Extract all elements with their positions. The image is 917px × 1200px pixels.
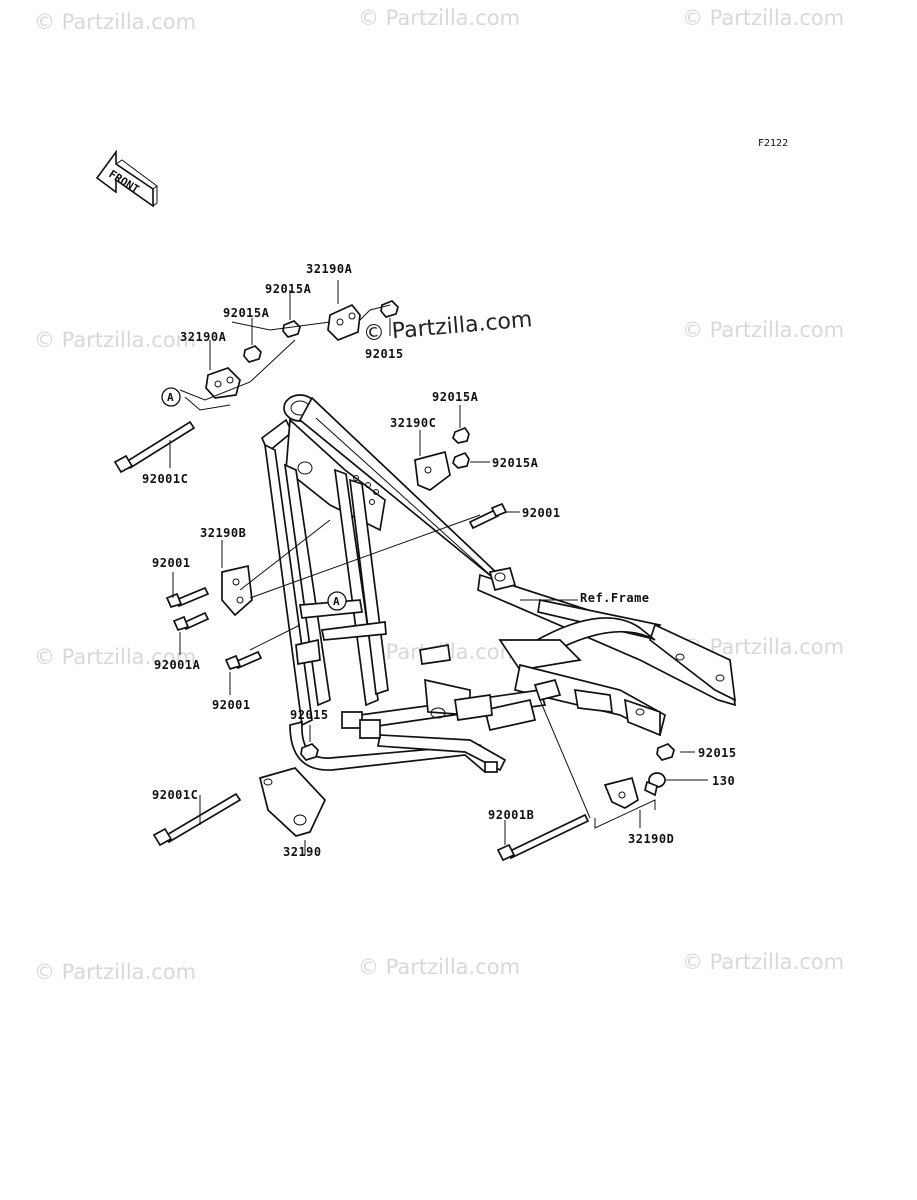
part-label-92001-left: 92001 [152,556,191,570]
watermark: © Partzilla.com [682,950,845,974]
part-label-32190a-left: 32190A [180,330,227,344]
bolt-92001-left [165,586,210,609]
bolt-92001c-low [152,792,242,847]
leader-lines [169,280,708,855]
part-label-92001a: 92001A [154,658,201,672]
part-label-32190d: 32190D [628,832,675,846]
bracket-32190c [414,450,451,491]
bolt-92001-right [468,502,508,530]
part-label-92001-right: 92001 [522,506,561,520]
watermark: © Partzilla.com [682,6,845,30]
part-label-92015-top: 92015 [365,347,404,361]
svg-text:A: A [167,391,174,404]
bolt-92001c-top [113,420,196,474]
callout-a-top: A [161,387,181,407]
part-label-92015a-right-1: 92015A [432,390,479,404]
watermark: © Partzilla.com [34,10,197,34]
part-label-130: 130 [712,774,736,788]
svg-text:A: A [333,595,340,608]
part-label-92015a-right-2: 92015A [492,456,539,470]
bolt-92001b [496,813,590,862]
part-label-92001b: 92001B [488,808,535,822]
part-label-32190a-top: 32190A [306,262,353,276]
part-label-92001-low: 92001 [212,698,251,712]
bracket-32190 [258,767,327,837]
front-arrow-label: FRONT [106,168,141,197]
part-label-92015-right: 92015 [698,746,737,760]
part-label-ref-frame: Ref.Frame [580,591,650,605]
part-label-32190b: 32190B [200,526,247,540]
watermark: © Partzilla.com [682,318,845,342]
watermark: © Partzilla.com [358,6,521,30]
part-label-92001c-low: 92001C [152,788,199,802]
nut-92015-right [656,743,675,761]
watermark: © Partzilla.com [34,960,197,984]
watermark: © Partzilla.com [34,328,197,352]
part-label-92015a-left: 92015A [223,306,270,320]
part-label-32190c: 32190C [390,416,437,430]
bolt-92001a [172,611,210,632]
part-label-32190: 32190 [283,845,322,859]
bolt-92001-low [224,650,263,671]
motorcycle-frame [260,394,737,774]
nut-92015a-right-1 [452,426,470,444]
diagram-code: F2122 [758,138,789,149]
bracket-32190a-top [327,303,361,341]
bracket-32190a-left [205,367,241,399]
front-arrow-icon: FRONT [95,149,158,208]
nut-92015-top [380,300,399,318]
nut-92015a-left [243,345,262,363]
nut-92015-low [300,743,319,761]
watermark: © Partzilla.com [358,955,521,979]
bracket-32190d [603,776,639,809]
nut-92015a-right-2 [452,451,470,469]
watermark: © Partzilla.com [34,645,197,669]
part-label-92015-low: 92015 [290,708,329,722]
nut-92015a-top [282,320,301,338]
part-label-92015a-top: 92015A [265,282,312,296]
bracket-32190b [221,564,253,617]
cap-130 [644,772,666,797]
part-label-92001c-top: 92001C [142,472,189,486]
callout-a-frame: A [327,591,347,611]
